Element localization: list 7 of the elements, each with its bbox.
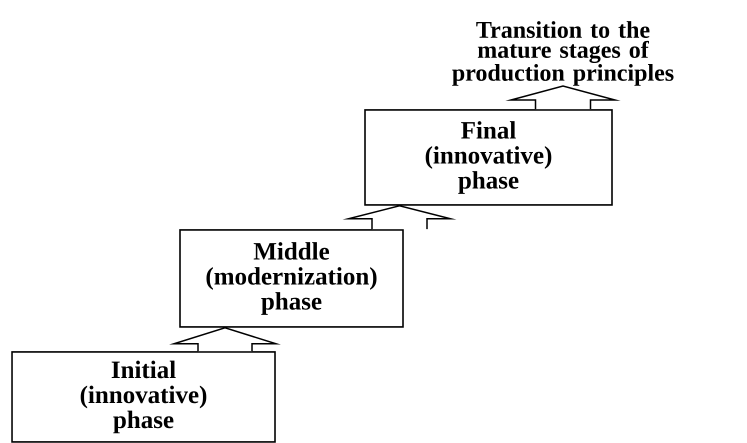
block-arrow xyxy=(505,85,621,110)
phase-box: Middle (modernization) phase xyxy=(179,229,404,328)
phase-box: Final (innovative) phase xyxy=(364,109,613,206)
phase-box: Initial (innovative) phase xyxy=(11,351,276,443)
block-arrow xyxy=(342,205,456,230)
goal-text: Transition to the mature stages of production principles xyxy=(452,21,674,86)
block-arrow xyxy=(169,327,281,352)
